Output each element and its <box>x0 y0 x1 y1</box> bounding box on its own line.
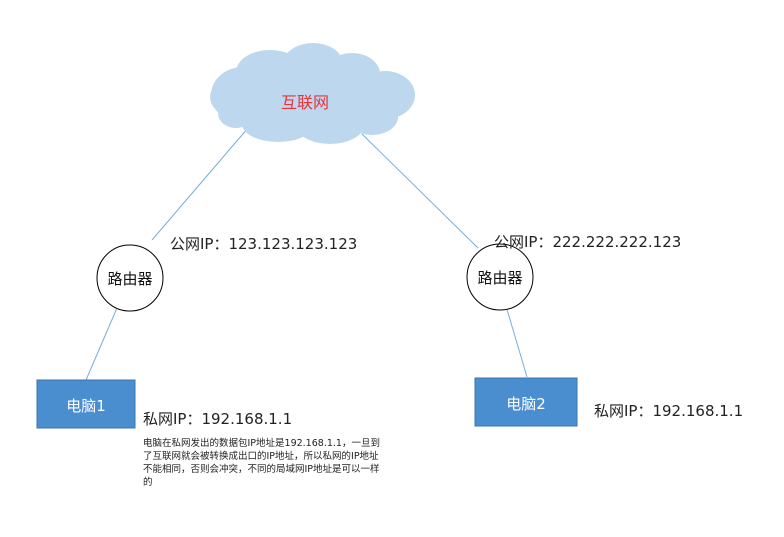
link-internet-router-left <box>151 127 249 241</box>
router-left-circle <box>96 244 164 312</box>
explanation-note: 电脑在私网发出的数据包IP地址是192.168.1.1，一旦到了互联网就会被转换… <box>143 438 380 488</box>
computer-left-label: 电脑1 <box>66 397 106 415</box>
computer-right-label: 电脑2 <box>506 395 546 413</box>
internet-cloud <box>210 43 415 144</box>
router-right-circle <box>466 243 534 311</box>
computer-right-private-ip: 私网IP：192.168.1.1 <box>594 402 744 420</box>
link-router-left-computer-left <box>85 307 118 381</box>
router-right-label: 路由器 <box>477 269 523 287</box>
router-left-public-ip: 公网IP：123.123.123.123 <box>170 235 358 253</box>
computer-left-box <box>36 379 136 429</box>
internet-label: 互联网 <box>280 93 329 112</box>
link-internet-router-right <box>361 133 479 249</box>
link-router-right-computer-right <box>505 305 528 378</box>
computer-left-private-ip: 私网IP：192.168.1.1 <box>143 410 293 428</box>
computer-right-box <box>474 377 578 427</box>
router-left-label: 路由器 <box>107 270 153 288</box>
router-right-public-ip: 公网IP：222.222.222.123 <box>494 233 682 251</box>
